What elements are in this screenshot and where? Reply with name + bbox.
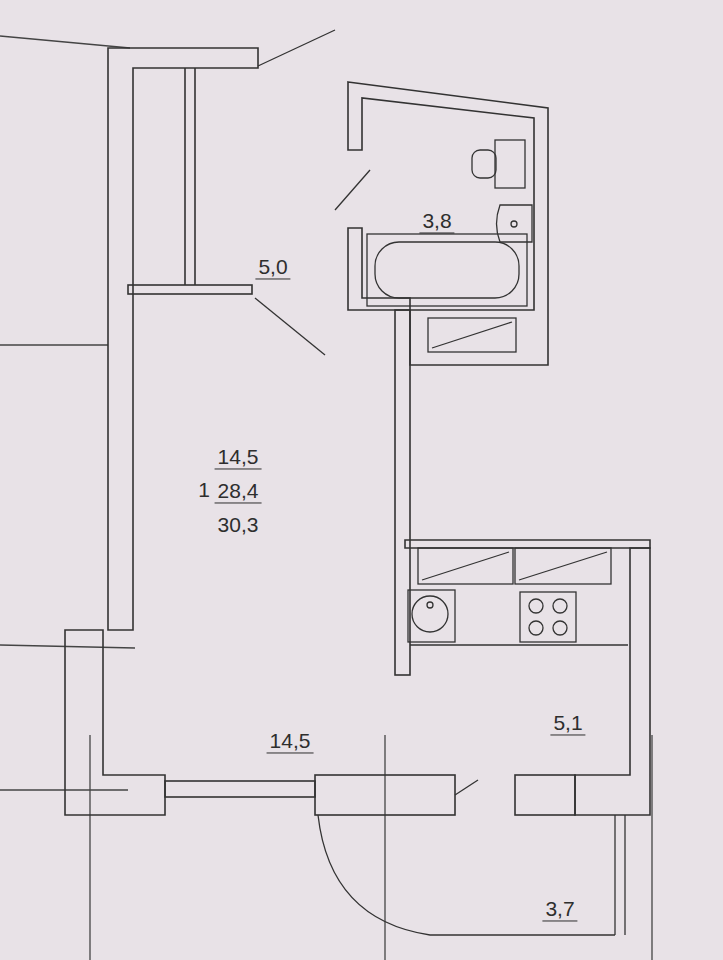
area-label: 5,0 [255,256,290,279]
area-label: 30,3 [215,514,262,536]
area-label: 3,7 [542,898,577,921]
axis-lines [0,36,652,960]
area-label: 28,4 [215,480,262,503]
area-label: 14,5 [267,730,314,753]
fixtures [367,140,628,645]
walls [65,48,650,815]
area-label: 14,5 [215,446,262,469]
area-label: 1 [195,479,213,501]
area-label: 3,8 [419,210,454,233]
door-swings [255,30,625,935]
area-label: 5,1 [550,712,585,735]
